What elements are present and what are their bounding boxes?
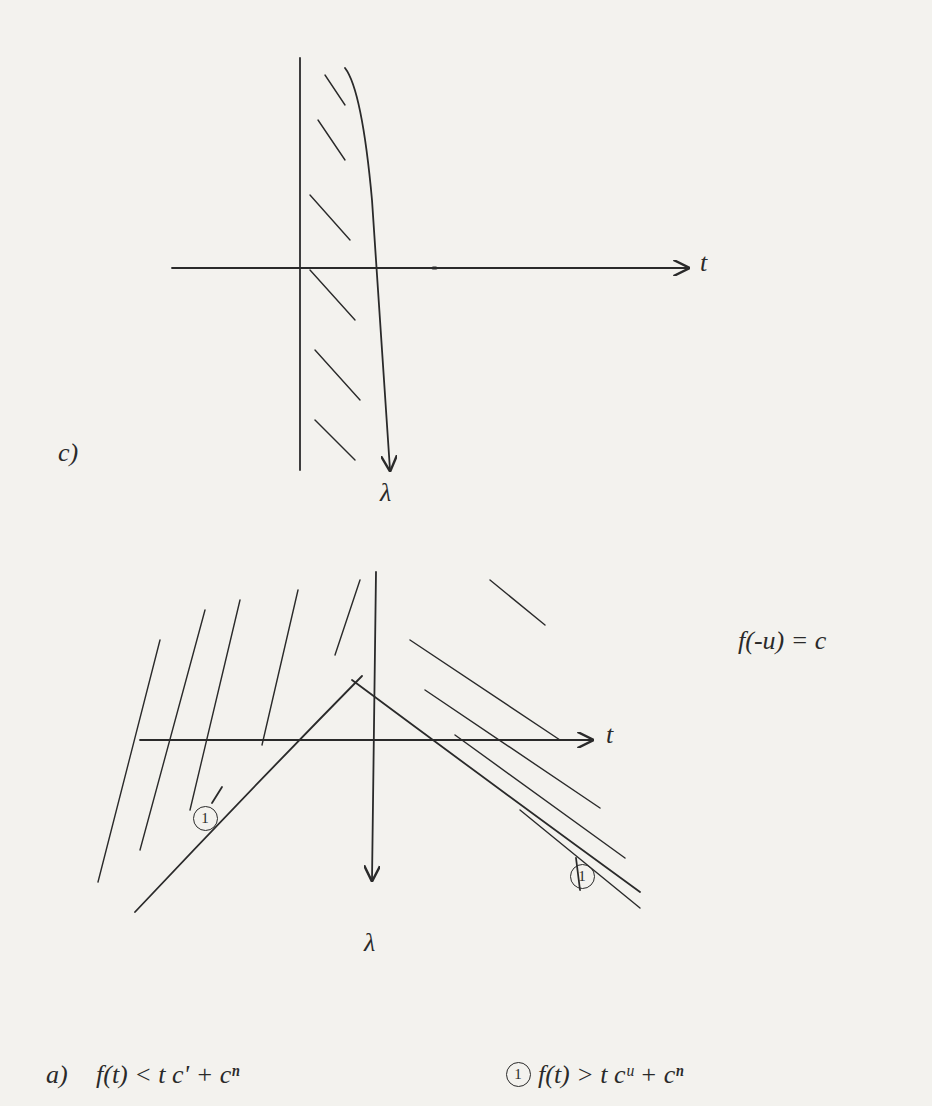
leader-line <box>212 787 222 803</box>
axis <box>372 572 376 880</box>
axis <box>172 267 688 269</box>
callout-number: 1 <box>201 811 209 826</box>
part-label: c) <box>58 440 78 466</box>
part-label: a) <box>46 1062 68 1088</box>
curve <box>135 676 362 912</box>
boundary-line <box>299 58 301 470</box>
equation: f(t) < t c' + cⁿ <box>96 1062 239 1088</box>
curve <box>352 680 640 892</box>
axis-label: λ <box>364 930 375 956</box>
callout-circle: 1 <box>193 806 218 831</box>
axis <box>140 739 592 741</box>
axis-label: λ <box>380 480 391 506</box>
hatching <box>98 580 640 908</box>
axis <box>345 68 390 470</box>
callout-circle: 1 <box>570 864 595 889</box>
callout-number: 1 <box>514 1067 522 1082</box>
axis-label: t <box>606 722 613 748</box>
equation: f(t) > t cᵘ + cⁿ <box>538 1062 683 1088</box>
axis-label: t <box>700 250 707 276</box>
callout-number: 1 <box>578 869 586 884</box>
hatching <box>310 75 360 460</box>
equation: f(-u) = c <box>738 628 826 654</box>
callout-circle: 1 <box>506 1062 531 1087</box>
